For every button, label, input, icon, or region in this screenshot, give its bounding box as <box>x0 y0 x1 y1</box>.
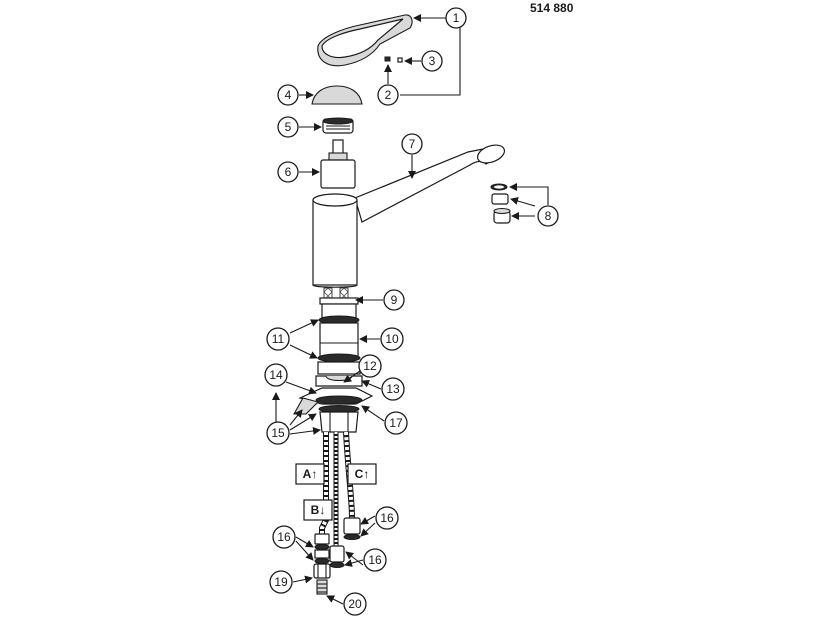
callout-11: 11 <box>266 327 290 351</box>
lever-handle <box>317 14 413 67</box>
threaded-ring <box>322 117 354 134</box>
callout-5: 5 <box>277 116 299 138</box>
callout-10: 10 <box>380 327 404 351</box>
svg-text:7: 7 <box>409 137 416 151</box>
callout-16-lower-right: 16 <box>363 548 387 572</box>
callout-19: 19 <box>269 570 293 594</box>
svg-text:11: 11 <box>272 332 285 346</box>
hose-tag-b: B↓ <box>303 499 333 521</box>
svg-text:16: 16 <box>380 511 394 525</box>
small-pin <box>397 57 403 63</box>
svg-text:13: 13 <box>386 382 400 396</box>
callout-1: 1 <box>445 7 467 29</box>
svg-text:2: 2 <box>385 88 392 102</box>
callout-16-upper-right: 16 <box>375 506 399 530</box>
grub-screw <box>384 56 391 62</box>
callout-15: 15 <box>266 421 290 445</box>
document-number: 514 880 <box>530 1 574 15</box>
svg-text:1: 1 <box>453 11 460 25</box>
svg-text:B↓: B↓ <box>311 503 326 517</box>
hose-tag-c: C↑ <box>347 463 377 485</box>
aerator <box>490 183 511 224</box>
callout-8: 8 <box>537 205 559 227</box>
svg-text:10: 10 <box>385 332 399 346</box>
svg-text:16: 16 <box>368 553 382 567</box>
callout-12: 12 <box>358 354 382 378</box>
callout-2: 2 <box>377 84 399 106</box>
callout-17: 17 <box>384 411 408 435</box>
svg-text:16: 16 <box>277 530 291 544</box>
svg-text:19: 19 <box>274 575 288 589</box>
svg-text:A↑: A↑ <box>303 467 318 481</box>
supply-hoses <box>319 431 355 548</box>
leader-lines <box>272 14 549 605</box>
hose-fittings <box>313 517 361 595</box>
callout-16-left: 16 <box>272 525 296 549</box>
svg-text:6: 6 <box>285 165 292 179</box>
svg-text:5: 5 <box>285 120 292 134</box>
callout-7: 7 <box>401 133 423 155</box>
hose-tag-a: A↑ <box>295 463 325 485</box>
callout-20: 20 <box>343 592 367 616</box>
callout-4: 4 <box>277 84 299 106</box>
svg-text:3: 3 <box>429 54 436 68</box>
cartridge <box>320 139 356 189</box>
svg-text:15: 15 <box>271 426 285 440</box>
callout-3: 3 <box>421 50 443 72</box>
callout-14: 14 <box>264 363 288 387</box>
callout-13: 13 <box>381 377 405 401</box>
svg-text:20: 20 <box>348 597 362 611</box>
callout-9: 9 <box>383 289 405 311</box>
svg-text:C↑: C↑ <box>355 467 370 481</box>
svg-text:8: 8 <box>545 209 552 223</box>
svg-text:4: 4 <box>285 88 292 102</box>
callout-6: 6 <box>277 161 299 183</box>
svg-text:17: 17 <box>389 416 403 430</box>
svg-text:9: 9 <box>391 293 398 307</box>
svg-text:12: 12 <box>363 359 377 373</box>
faucet-body <box>312 144 506 288</box>
dome-cap <box>311 85 363 105</box>
lower-assembly <box>293 287 374 433</box>
svg-text:14: 14 <box>269 368 283 382</box>
